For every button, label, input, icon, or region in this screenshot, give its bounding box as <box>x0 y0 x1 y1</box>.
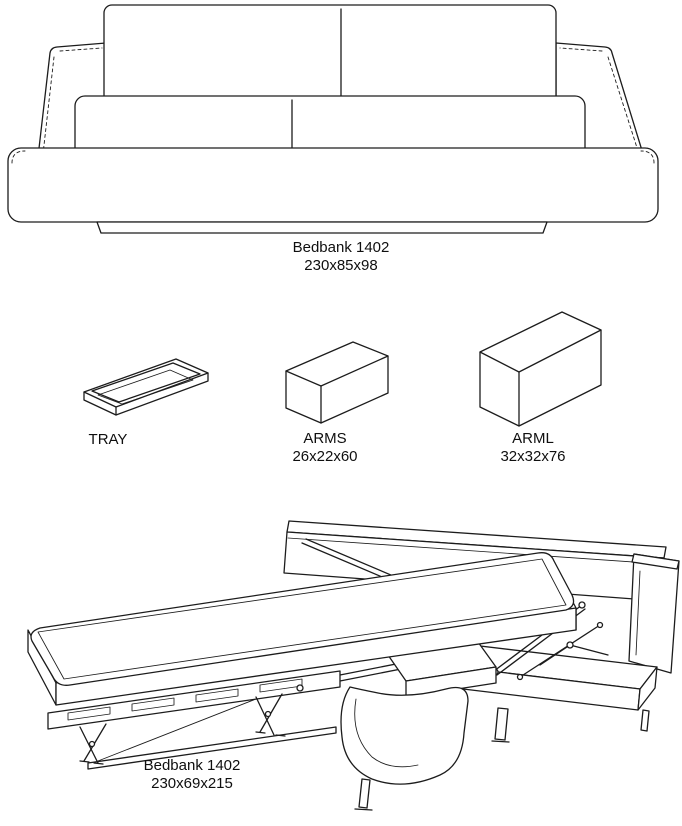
figure-arms <box>283 338 393 431</box>
sofa-armrest <box>628 553 680 674</box>
bed-frame <box>47 670 341 770</box>
figure-sofa-open <box>0 505 682 826</box>
figure-title: TRAY <box>88 431 128 448</box>
figure-tray <box>82 354 212 423</box>
sofa-back-cushions <box>103 4 557 124</box>
caption-arms: ARMS 26x22x60 <box>265 430 385 466</box>
figure-title: ARMS <box>303 430 347 447</box>
arml-illustration <box>479 311 602 427</box>
caption-tray: TRAY <box>58 431 158 449</box>
tray-illustration <box>83 358 209 416</box>
tray-box <box>83 358 209 416</box>
figure-dimensions: 230x69x215 <box>151 775 233 792</box>
figure-dimensions: 26x22x60 <box>292 448 358 465</box>
arms-box <box>285 341 389 424</box>
figure-dimensions: 230x85x98 <box>304 257 378 274</box>
figure-title: Bedbank 1402 <box>292 239 390 256</box>
sofa-closed-illustration <box>7 4 659 234</box>
figure-sofa-closed <box>0 0 682 243</box>
arms-illustration <box>285 341 389 424</box>
sofa-open-illustration <box>27 520 680 811</box>
sofa-base <box>7 147 659 234</box>
mattress <box>27 552 577 706</box>
figure-title: Bedbank 1402 <box>143 757 241 774</box>
figure-title: ARML <box>512 430 554 447</box>
caption-arml: ARML 32x32x76 <box>473 430 593 466</box>
folded-cushions <box>340 641 497 811</box>
figure-dimensions: 32x32x76 <box>500 448 566 465</box>
figure-arml <box>477 307 607 434</box>
caption-sofa-closed: Bedbank 1402 230x85x98 <box>241 239 441 275</box>
caption-sofa-open: Bedbank 1402 230x69x215 <box>112 757 272 793</box>
arml-box <box>479 311 602 427</box>
